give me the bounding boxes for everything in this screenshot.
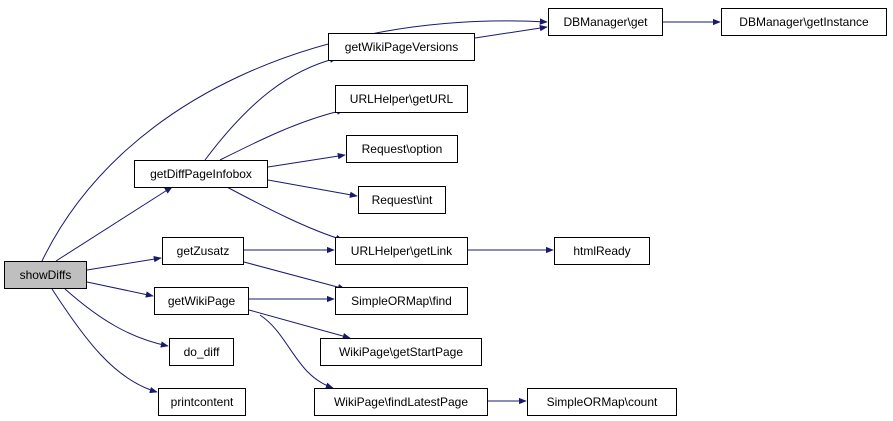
node-label: getZusatz [176,244,230,258]
node-label: URLHelper\getLink [350,244,453,258]
node-label: showDiffs [19,268,72,282]
node-dbmanager-getinstance[interactable]: DBManager\getInstance [721,8,887,36]
node-label: DBManager\get [563,15,648,29]
node-label: URLHelper\getURL [349,92,454,106]
edge-getwikipageversions-dbmanager-get [474,24,548,39]
edge-getzusatz-simpleormap-find [243,261,346,291]
node-urlhelper-getlink[interactable]: URLHelper\getLink [335,237,468,265]
edge-showdiffs-getdiffpageinfobox [55,186,173,262]
node-getwikipage[interactable]: getWikiPage [154,287,249,315]
node-label: getDiffPageInfobox [150,167,252,181]
edge-getdiffpageinfobox-urlhelper-getlink [224,185,344,241]
node-label: do_diff [183,345,220,359]
node-request-option[interactable]: Request\option [346,135,458,163]
node-urlhelper-geturl[interactable]: URLHelper\getURL [335,85,468,113]
node-label: getWikiPageVersions [344,40,459,54]
node-label: Request\option [361,142,443,156]
edge-getdiffpageinfobox-getwikipageversions [204,56,338,161]
node-wikipage-getstartpage[interactable]: WikiPage\getStartPage [320,338,482,366]
node-dbmanager-get[interactable]: DBManager\get [548,8,663,36]
edge-showdiffs-printcontent [51,288,158,394]
node-getwikipageversions[interactable]: getWikiPageVersions [328,33,475,61]
node-label: SimpleORMap\find [351,294,452,308]
edge-showdiffs-dbmanager-get [41,18,548,262]
node-do-diff[interactable]: do_diff [169,338,234,366]
node-label: WikiPage\getStartPage [338,345,464,359]
node-getzusatz[interactable]: getZusatz [162,237,244,265]
node-label: printcontent [170,395,234,409]
node-label: SimpleORMap\count [546,395,658,409]
edge-showdiffs-getwikipage [86,281,154,298]
edge-getdiffpageinfobox-request-int [267,179,358,198]
node-simpleormap-find[interactable]: SimpleORMap\find [335,287,468,315]
node-simpleormap-count[interactable]: SimpleORMap\count [527,388,677,416]
node-label: DBManager\getInstance [739,15,869,29]
node-label: getWikiPage [167,294,236,308]
edge-getwikipage-wikipage-findlatestpage [259,314,334,389]
node-showdiffs[interactable]: showDiffs [4,261,87,289]
edge-showdiffs-do-diff [64,288,169,348]
node-getdiffpageinfobox[interactable]: getDiffPageInfobox [134,160,268,188]
node-wikipage-findlatestpage[interactable]: WikiPage\findLatestPage [314,388,488,416]
edge-getdiffpageinfobox-request-option [267,152,346,168]
edge-getdiffpageinfobox-urlhelper-geturl [219,108,345,161]
node-label: WikiPage\findLatestPage [333,395,469,409]
node-label: htmlReady [573,244,631,258]
edge-showdiffs-getzusatz [86,255,162,271]
node-htmlready[interactable]: htmlReady [554,237,650,265]
node-label: Request\int [371,193,433,207]
node-printcontent[interactable]: printcontent [158,388,246,416]
node-request-int[interactable]: Request\int [358,186,446,214]
edge-getwikipage-wikipage-getstartpage [248,309,351,340]
